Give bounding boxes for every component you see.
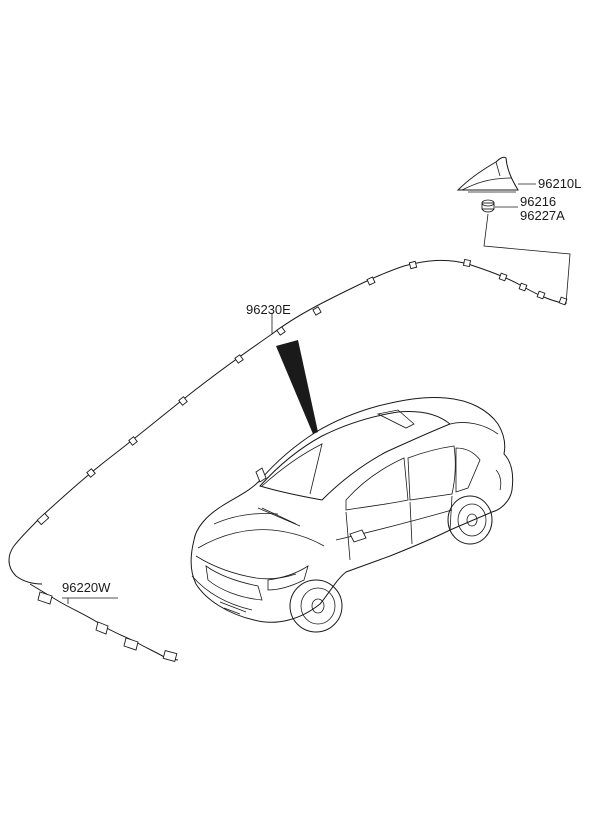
- antenna-mount-leader: [483, 213, 571, 305]
- feeder-cable-extension: [29, 583, 179, 661]
- vehicle-sedan-drawing: [190, 397, 514, 633]
- roof-cable-clips: [36, 259, 568, 526]
- location-pointer-arrow: [276, 340, 318, 434]
- shark-fin-antenna-drawing: [456, 156, 519, 193]
- antenna-nut-drawing: [481, 199, 495, 213]
- leader-96220W: [62, 597, 118, 604]
- part-number-96227A[interactable]: 96227A: [520, 208, 565, 223]
- part-number-96216[interactable]: 96216: [520, 194, 556, 209]
- part-number-96210L[interactable]: 96210L: [538, 176, 581, 191]
- extension-cable-connectors: [37, 591, 178, 662]
- part-number-96220W[interactable]: 96220W: [62, 580, 111, 595]
- part-number-96230E[interactable]: 96230E: [246, 302, 291, 317]
